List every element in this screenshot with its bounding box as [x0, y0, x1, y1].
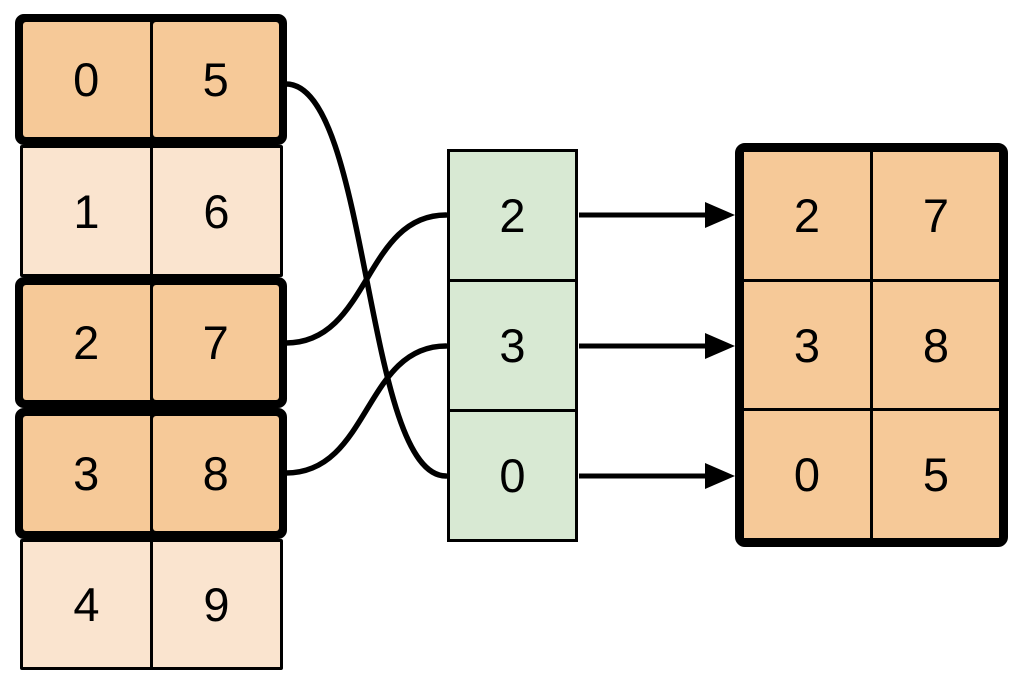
result-table: 2 7 3 8 0 5 — [735, 143, 1008, 547]
source-cell: 3 — [23, 416, 153, 531]
source-row-4: 4 9 — [20, 539, 283, 670]
index-cell: 3 — [450, 282, 575, 412]
arrowhead-icon — [705, 333, 735, 359]
result-row-2: 0 5 — [744, 411, 999, 539]
index-column: 2 3 0 — [447, 149, 578, 542]
result-cell: 7 — [873, 152, 999, 279]
connection-curve-row3-to-index3 — [283, 343, 449, 476]
index-to-result-arrow-2 — [579, 463, 735, 489]
source-cell: 2 — [23, 285, 153, 400]
source-cell: 5 — [152, 22, 279, 137]
source-cell: 8 — [152, 416, 279, 531]
connection-curve-row0-to-index0 — [283, 81, 449, 479]
source-cell: 0 — [23, 22, 153, 137]
result-cell: 2 — [744, 152, 873, 279]
source-cell: 4 — [23, 542, 153, 667]
result-cell: 5 — [873, 411, 999, 539]
source-cell: 7 — [152, 285, 279, 400]
arrowhead-icon — [705, 202, 735, 228]
result-row-0: 2 7 — [744, 152, 999, 282]
index-to-result-arrow-1 — [579, 333, 735, 359]
source-cell: 6 — [153, 148, 280, 274]
result-cell: 3 — [744, 281, 873, 409]
source-row-3: 3 8 — [15, 408, 287, 539]
source-row-1: 1 6 — [20, 145, 283, 277]
index-to-result-arrow-0 — [579, 202, 735, 228]
result-cell: 8 — [873, 281, 999, 409]
result-row-1: 3 8 — [744, 281, 999, 412]
index-cell: 2 — [450, 152, 575, 282]
source-cell: 1 — [23, 148, 153, 274]
index-cell: 0 — [450, 412, 575, 539]
source-cell: 9 — [153, 542, 280, 667]
arrowhead-icon — [705, 463, 735, 489]
source-row-0: 0 5 — [15, 14, 287, 145]
source-row-2: 2 7 — [15, 277, 287, 408]
result-cell: 0 — [744, 411, 873, 539]
connection-curve-row2-to-index2 — [283, 212, 449, 346]
